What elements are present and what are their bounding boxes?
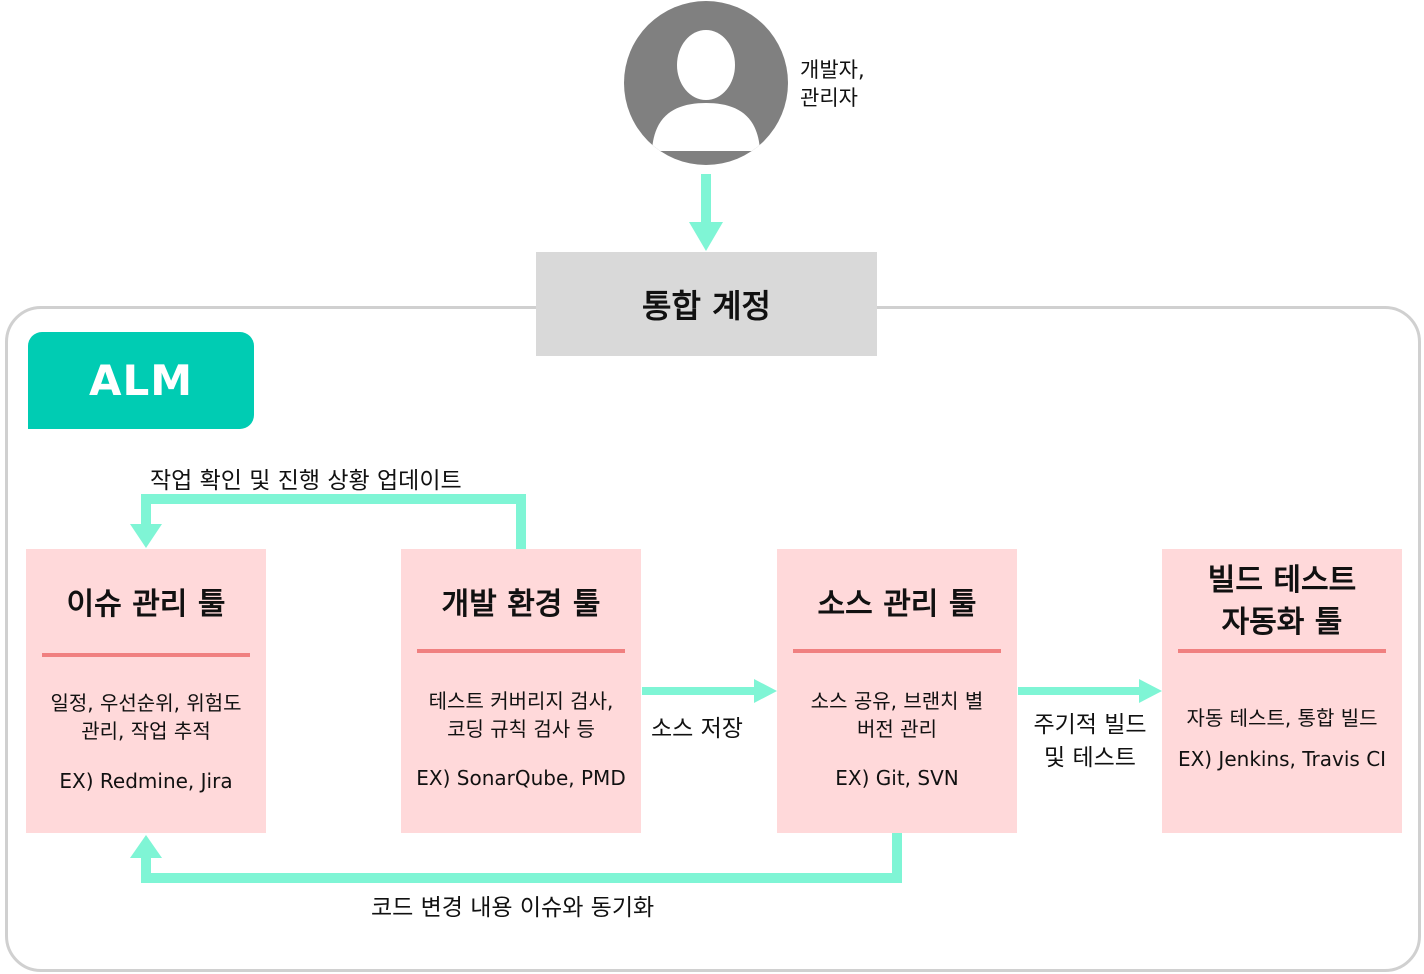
arrow-source-to-issue	[141, 833, 902, 883]
tool-examples: EX) Jenkins, Travis CI	[1177, 747, 1387, 771]
alm-badge: ALM	[28, 332, 254, 429]
edge-label-save-source: 소스 저장	[651, 716, 743, 742]
arrowhead-source-to-build	[1139, 679, 1162, 703]
arrowhead-dev-to-issue	[130, 524, 162, 548]
tool-description: 일정, 우선순위, 위험도 관리, 작업 추적	[50, 691, 242, 743]
integrated-account-box: 통합 계정	[536, 252, 877, 356]
arrowhead-source-to-issue	[130, 835, 162, 858]
title-divider	[42, 653, 250, 657]
integrated-account-label: 통합 계정	[642, 287, 771, 325]
edge-label-periodic-build-line1: 주기적 빌드	[1033, 712, 1147, 738]
user-avatar-icon	[624, 1, 788, 165]
tool-title: 소스 관리 툴	[817, 587, 977, 622]
title-divider	[1178, 649, 1386, 653]
tool-description: 소스 공유, 브랜치 별 버전 관리	[810, 689, 984, 741]
edge-label-sync-issue: 코드 변경 내용 이슈와 동기화	[371, 895, 655, 921]
alm-label: ALM	[88, 356, 194, 405]
tool-description: 테스트 커버리지 검사, 코딩 규칙 검사 등	[428, 689, 614, 741]
tool-examples: EX) Git, SVN	[835, 766, 959, 790]
tool-examples: EX) Redmine, Jira	[59, 769, 233, 793]
tool-description: 자동 테스트, 통합 빌드	[1186, 706, 1378, 730]
user-label-line1: 개발자,	[800, 58, 865, 82]
source-tool-box: 소스 관리 툴 소스 공유, 브랜치 별 버전 관리 EX) Git, SVN	[777, 549, 1017, 833]
edge-label-progress-update: 작업 확인 및 진행 상황 업데이트	[150, 468, 462, 494]
user-label-line2: 관리자	[800, 86, 858, 110]
tool-title-line1: 빌드 테스트	[1207, 563, 1357, 598]
build-test-tool-box: 빌드 테스트 자동화 툴 자동 테스트, 통합 빌드 EX) Jenkins, …	[1162, 549, 1402, 833]
arrowhead-dev-to-source	[754, 679, 777, 703]
dev-env-tool-box: 개발 환경 툴 테스트 커버리지 검사, 코딩 규칙 검사 등 EX) Sona…	[401, 549, 641, 833]
edge-label-periodic-build-line2: 및 테스트	[1044, 745, 1136, 771]
user-label: 개발자, 관리자	[800, 56, 865, 112]
tool-examples: EX) SonarQube, PMD	[416, 766, 626, 790]
title-divider	[417, 649, 625, 653]
issue-tool-box: 이슈 관리 툴 일정, 우선순위, 위험도 관리, 작업 추적 EX) Redm…	[26, 549, 266, 833]
tool-title: 이슈 관리 툴	[66, 587, 226, 622]
arrowhead-user-to-account	[689, 222, 723, 251]
title-divider	[793, 649, 1001, 653]
edge-label-periodic-build: 주기적 빌드 및 테스트	[1020, 709, 1160, 775]
tool-title-line2: 자동화 툴	[1221, 605, 1343, 640]
arrow-dev-to-issue	[141, 494, 526, 549]
tool-title: 개발 환경 툴	[441, 587, 601, 622]
